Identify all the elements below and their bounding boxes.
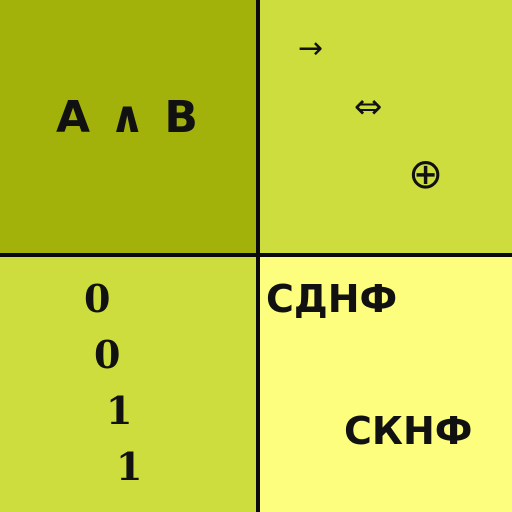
equivalence-symbol: ⇔ [354,87,383,127]
truth-value: 0 [94,332,121,377]
normal-forms-tile: СДНФ СКНФ [260,256,512,512]
dnf-label: СДНФ [266,277,398,321]
truth-value: 0 [84,276,111,321]
conjunction-expression: A ∧ B [56,92,200,143]
cnf-label: СКНФ [344,409,473,453]
implication-symbol: → [298,31,324,66]
operators-tile: → ⇔ ⊕ [260,0,512,253]
truth-value: 1 [116,444,143,489]
truth-value: 1 [106,388,133,433]
xor-symbol: ⊕ [408,149,444,198]
conjunction-tile: A ∧ B [0,0,256,253]
horizontal-divider [0,253,512,257]
truth-values-tile: 0 0 1 1 [0,256,256,512]
